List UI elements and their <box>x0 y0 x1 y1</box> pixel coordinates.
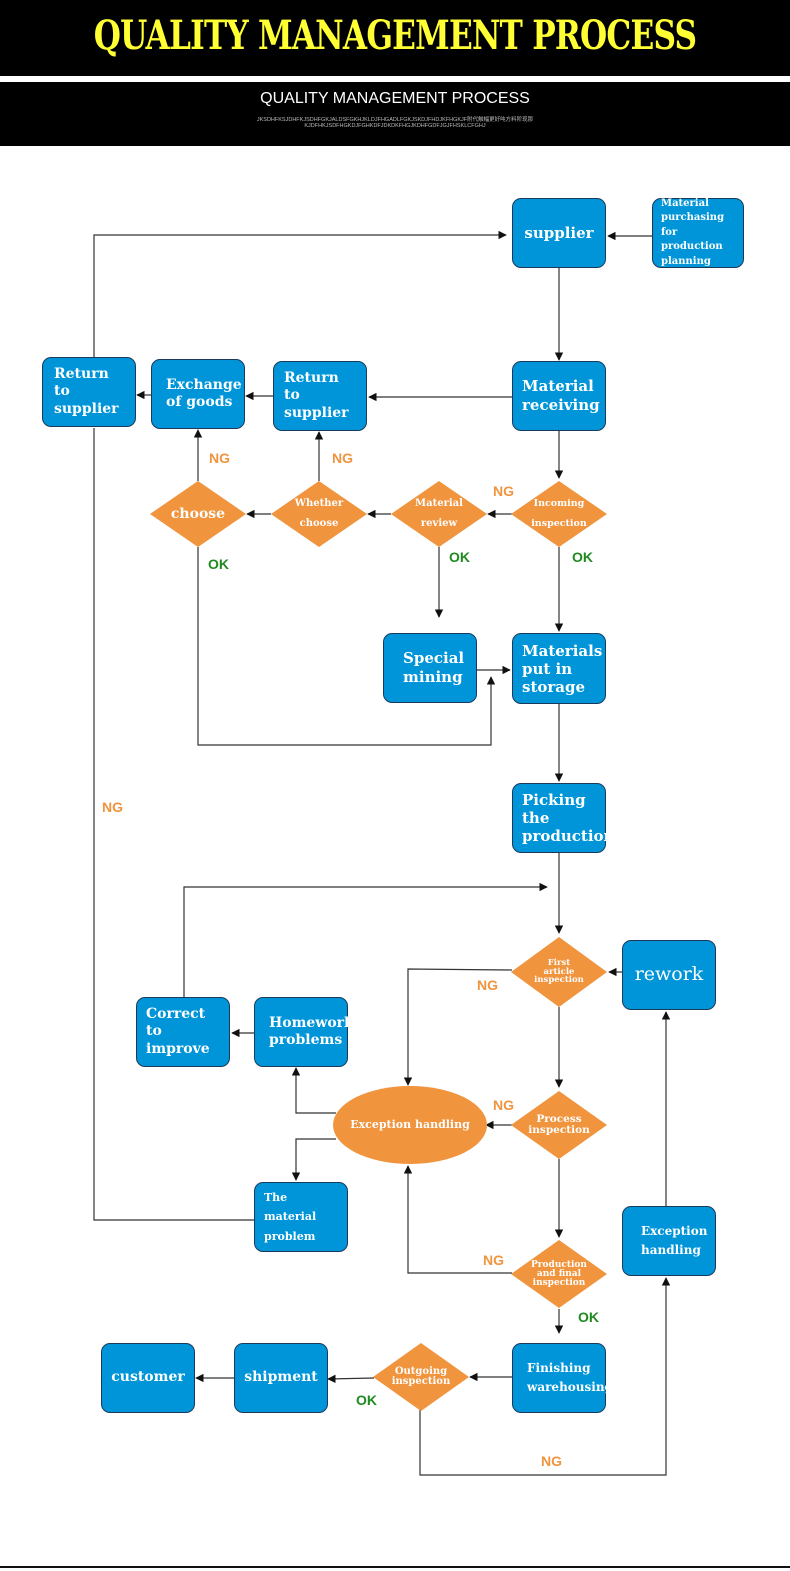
label-ok: OK <box>208 556 229 572</box>
banner-divider <box>0 76 790 82</box>
label-ok: OK <box>578 1309 599 1325</box>
label-ok: OK <box>572 549 593 565</box>
diamond-outgoing-inspection <box>373 1343 469 1411</box>
page-title: QUALITY MANAGEMENT PROCESS <box>93 12 697 59</box>
box-material-purchasing: Material purchasing for production plann… <box>652 198 744 268</box>
label-ng: NG <box>477 977 498 993</box>
text-outgoing-inspection: Outgoing inspection <box>391 1365 451 1387</box>
subtitle-banner: QUALITY MANAGEMENT PROCESS JKSDHFKSJDHFK… <box>0 82 790 146</box>
connectors <box>93 230 671 1476</box>
label-ok: OK <box>449 549 470 565</box>
box-exchange-of-goods: Exchange of goods <box>151 359 245 429</box>
edge-exception-to-material <box>291 1138 336 1181</box>
label-ng: NG <box>332 450 353 466</box>
label-ng: NG <box>541 1453 562 1469</box>
tiny-text-line-1: JKSDHFKSJDHFKJSDHFGKJALDSFGKHJKLDJFHGADL… <box>256 117 534 123</box>
box-exception-handling: Exception handling <box>622 1206 716 1276</box>
edge-choose-to-storage <box>197 547 496 746</box>
diamond-production-final <box>511 1240 607 1308</box>
diamond-choose <box>150 481 246 547</box>
edge-exception-to-homework <box>291 1067 336 1114</box>
edge-material-to-supplier <box>93 428 254 1221</box>
text-exception-handling-ellipse: Exception handling <box>350 1117 470 1131</box>
text-production-final-inspection: Production and final inspection <box>531 1259 587 1288</box>
label-ng: NG <box>493 483 514 499</box>
page-subtitle: QUALITY MANAGEMENT PROCESS <box>260 90 530 107</box>
diamond-process-inspection <box>511 1091 607 1159</box>
diamond-first-article <box>511 937 607 1007</box>
box-finishing-warehousing: Finishing warehousing <box>512 1343 613 1413</box>
box-return-to-supplier: Return to supplier <box>273 361 367 431</box>
edge-outgoing-ng-loop <box>419 1277 671 1476</box>
box-material-receiving: Material receiving <box>512 361 606 431</box>
label-ng: NG <box>209 450 230 466</box>
text-whether-choose: Whether choose <box>294 498 344 529</box>
edge-first-to-exception <box>403 968 513 1086</box>
diamond-incoming-inspection <box>511 481 607 547</box>
text-process-inspection: Process inspection <box>528 1112 590 1136</box>
box-return-to-supplier-left: Return to supplier <box>42 357 136 427</box>
box-supplier: supplier <box>512 198 606 268</box>
box-shipment: shipment <box>234 1343 328 1413</box>
diamond-material-review <box>391 481 487 547</box>
label-ng: NG <box>483 1252 504 1268</box>
box-materials-put-in-storage: Materials put in storage <box>512 633 606 704</box>
label-ng: NG <box>102 799 123 815</box>
box-customer: customer <box>101 1343 195 1413</box>
text-incoming-inspection: Incoming inspection <box>531 498 587 529</box>
ellipse-exception-handling <box>333 1086 487 1164</box>
box-correct-to-improve: Correct to improve <box>136 997 230 1067</box>
box-special-mining: Special mining <box>383 633 477 703</box>
text-choose: choose <box>170 505 226 522</box>
label-ng: NG <box>493 1097 514 1113</box>
tiny-text-line-2: KJDFHKJSDFHGKDJFGHKDFJDKDKFHGJKDHFGDFJGJ… <box>304 123 486 129</box>
edge-return-to-supplier <box>93 230 507 357</box>
edge-correct-loop <box>183 882 548 997</box>
title-banner: QUALITY MANAGEMENT PROCESS <box>0 0 790 76</box>
text-material-review: Material review <box>415 498 463 529</box>
diamond-shapes <box>150 481 607 1411</box>
box-homework-problems: Homework problems <box>254 997 354 1067</box>
label-ok: OK <box>356 1392 377 1408</box>
box-the-material-problem: The material problem <box>254 1182 348 1252</box>
edge-final-to-exception <box>403 1165 512 1274</box>
edge-outgoing-to-shipment <box>327 1374 375 1384</box>
box-rework: rework <box>622 940 716 1010</box>
diamond-whether-choose <box>271 481 367 547</box>
text-first-article-inspection: First article inspection <box>534 958 584 986</box>
bottom-divider <box>0 1566 790 1568</box>
box-picking-the-production: Picking the production <box>512 783 614 853</box>
